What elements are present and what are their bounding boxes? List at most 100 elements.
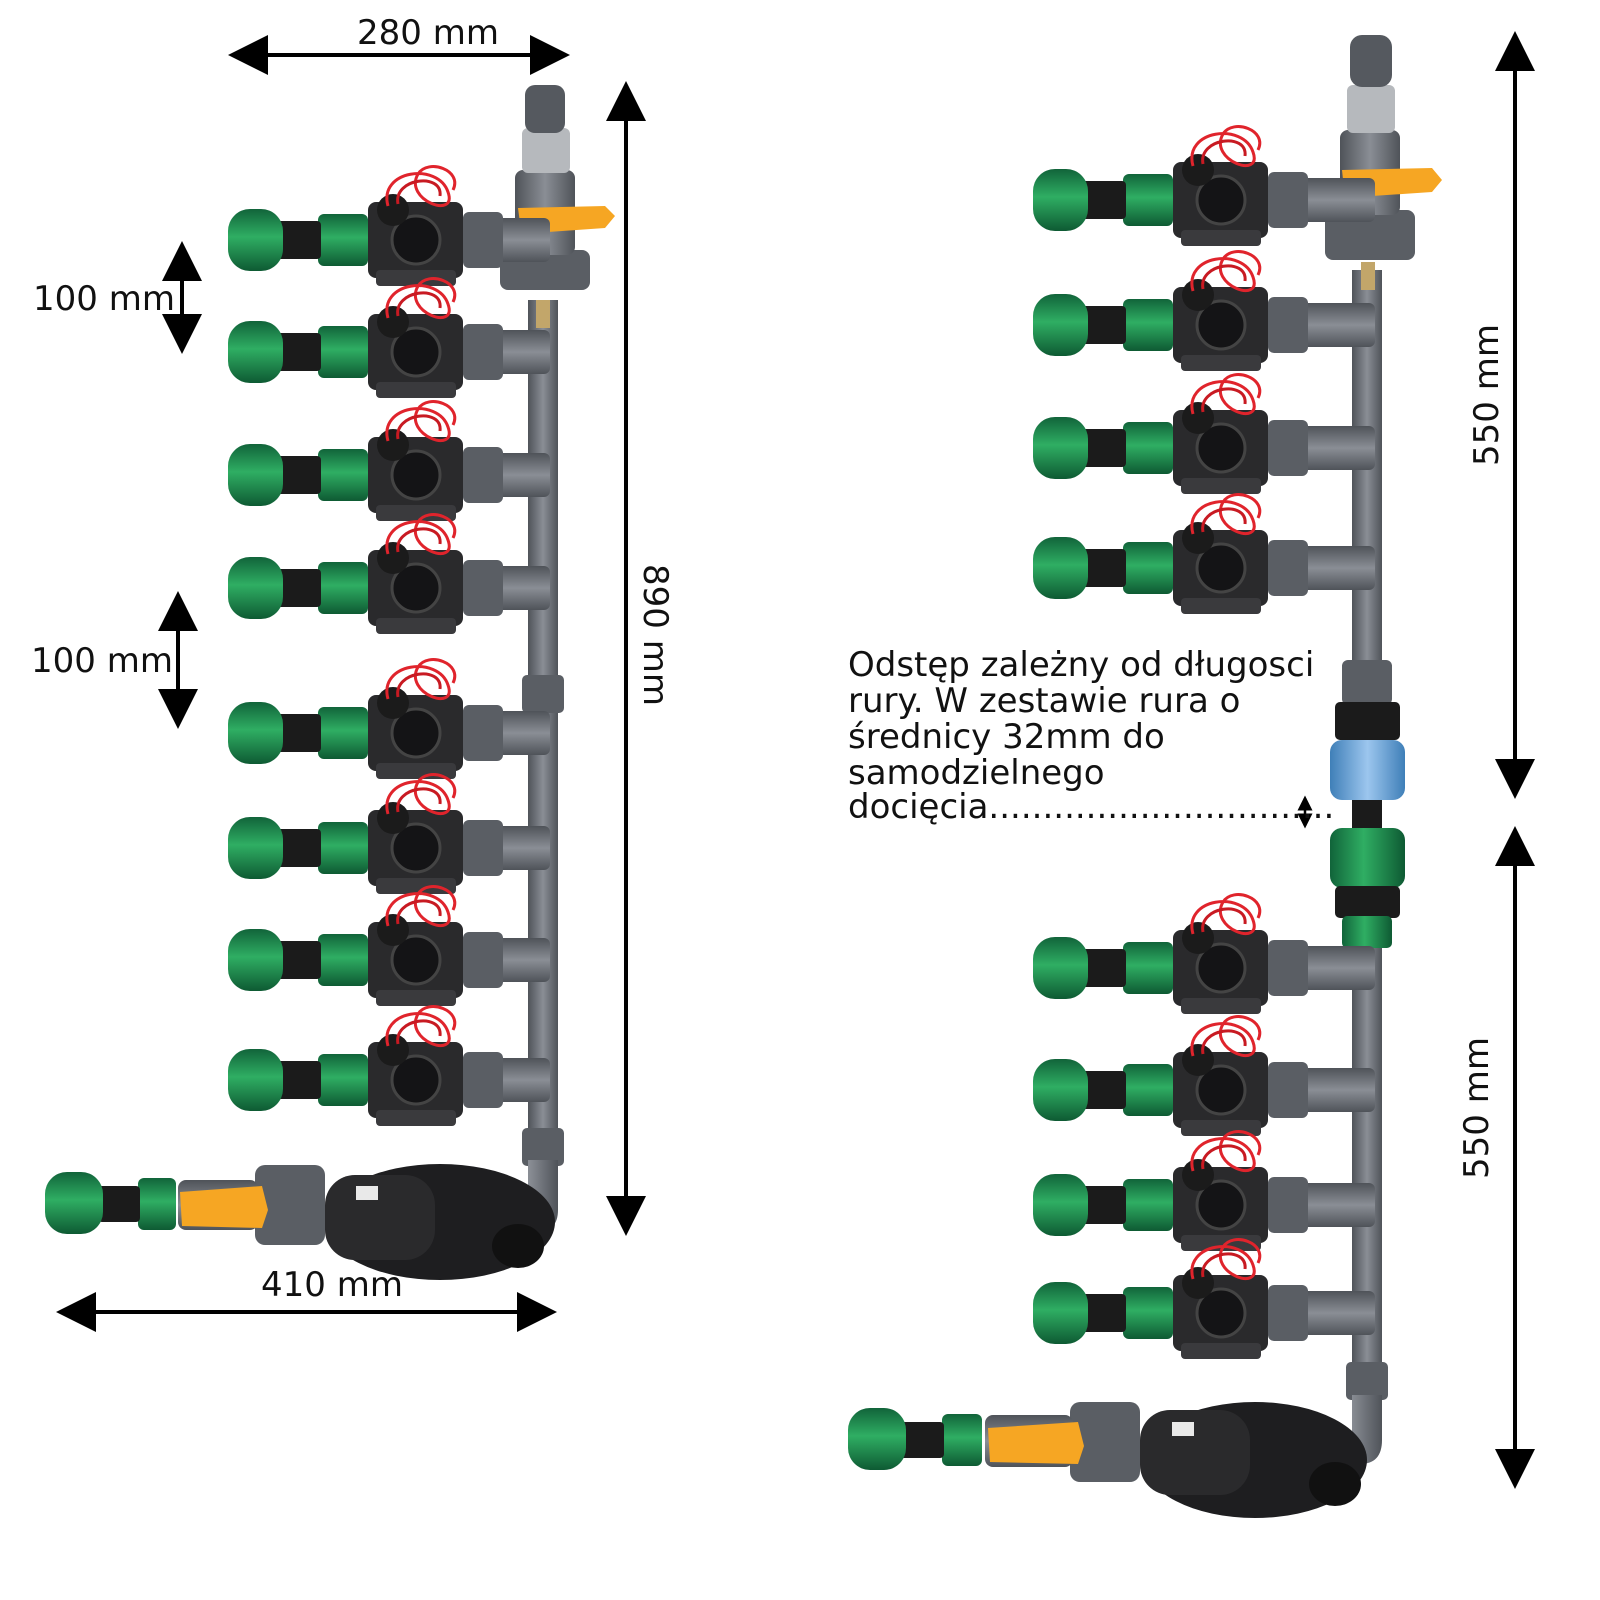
- right-coupling-green: [1330, 828, 1405, 888]
- valve-branch: [1033, 250, 1375, 371]
- solenoid-coil: [1182, 1159, 1214, 1191]
- green-adapter: [1123, 1287, 1173, 1339]
- solenoid-coil: [1182, 922, 1214, 954]
- red-wire: [1190, 493, 1262, 536]
- right-filter-cap: [1309, 1462, 1361, 1506]
- dim-total-height: 890 mm: [635, 564, 675, 706]
- left-filter-cap: [492, 1224, 544, 1268]
- solenoid-coil: [377, 1034, 409, 1066]
- red-wire: [396, 899, 442, 925]
- valve-branch: [1033, 893, 1375, 1014]
- valve-bonnet: [1195, 422, 1247, 474]
- dim-left-spacing-2: 100 mm: [31, 641, 173, 681]
- valve-base: [1181, 478, 1261, 494]
- union-nut: [1268, 420, 1308, 476]
- union-nut: [463, 705, 503, 761]
- valve-base: [1181, 598, 1261, 614]
- green-compression-fitting: [228, 209, 283, 271]
- valve-base: [376, 878, 456, 894]
- dim-left-spacing-1: 100 mm: [33, 279, 175, 319]
- black-nut: [1081, 306, 1126, 344]
- valve-branch: [228, 277, 550, 398]
- union-nut: [463, 820, 503, 876]
- green-compression-fitting: [1033, 1282, 1088, 1344]
- valve-branch: [228, 658, 550, 779]
- right-coupling-nut: [1335, 702, 1400, 740]
- note-line: Odstęp zależny od długosci: [848, 645, 1314, 685]
- red-wire: [396, 414, 442, 440]
- valve-base: [376, 1110, 456, 1126]
- right-inlet-green-fitting: [848, 1408, 906, 1470]
- valve-base: [1181, 998, 1261, 1014]
- green-compression-fitting: [1033, 169, 1088, 231]
- valve-branch: [228, 1005, 550, 1126]
- right-cut-pipe: [1352, 800, 1382, 830]
- valve-bonnet: [390, 707, 442, 759]
- union-nut: [1268, 297, 1308, 353]
- red-wire: [385, 165, 457, 208]
- valve-base: [376, 270, 456, 286]
- green-compression-fitting: [228, 557, 283, 619]
- right-brass-nipple: [1361, 262, 1375, 290]
- green-adapter: [1123, 1179, 1173, 1231]
- green-adapter: [318, 822, 368, 874]
- right-filter-label: [1172, 1422, 1194, 1436]
- valve-bonnet: [390, 326, 442, 378]
- union-nut: [463, 1052, 503, 1108]
- green-adapter: [318, 326, 368, 378]
- union-nut: [1268, 1285, 1308, 1341]
- valve-bonnet: [1195, 1287, 1247, 1339]
- left-branches: [228, 165, 550, 1126]
- red-wire: [385, 400, 457, 443]
- red-wire: [396, 672, 442, 698]
- valve-base: [1181, 355, 1261, 371]
- red-wire: [1190, 125, 1262, 168]
- left-inlet-nut: [98, 1186, 140, 1222]
- solenoid-coil: [377, 687, 409, 719]
- right-coupling-blue: [1330, 740, 1405, 800]
- union-nut: [463, 932, 503, 988]
- valve-branch: [228, 513, 550, 634]
- red-wire: [1201, 264, 1247, 290]
- red-wire: [396, 1019, 442, 1045]
- valve-bonnet: [1195, 174, 1247, 226]
- dimension-arrows: [56, 30, 1535, 1489]
- valve-branch: [1033, 373, 1375, 494]
- black-nut: [276, 221, 321, 259]
- black-nut: [1081, 549, 1126, 587]
- black-nut: [276, 829, 321, 867]
- valve-base: [376, 618, 456, 634]
- green-adapter: [1123, 1064, 1173, 1116]
- red-wire: [1201, 1144, 1247, 1170]
- left-inlet-green-adapter: [138, 1178, 176, 1230]
- right-coupling-green-2: [1342, 916, 1392, 948]
- valve-bonnet: [390, 822, 442, 874]
- valve-branch: [1033, 125, 1375, 246]
- red-wire: [1201, 1029, 1247, 1055]
- valve-base: [376, 990, 456, 1006]
- green-compression-fitting: [228, 1049, 283, 1111]
- red-wire: [385, 885, 457, 928]
- union-nut: [463, 447, 503, 503]
- red-wire: [1190, 1015, 1262, 1058]
- valve-base: [376, 505, 456, 521]
- green-adapter: [318, 562, 368, 614]
- green-compression-fitting: [1033, 417, 1088, 479]
- left-filter-body: [325, 1175, 435, 1260]
- union-nut: [463, 324, 503, 380]
- union-nut: [1268, 172, 1308, 228]
- green-adapter: [318, 1054, 368, 1106]
- valve-branch: [1033, 1238, 1375, 1359]
- solenoid-coil: [377, 306, 409, 338]
- green-adapter: [1123, 422, 1173, 474]
- red-wire: [1190, 250, 1262, 293]
- left-filter-label: [356, 1186, 378, 1200]
- red-wire: [1201, 507, 1247, 533]
- green-compression-fitting: [1033, 537, 1088, 599]
- green-adapter: [318, 449, 368, 501]
- red-wire: [385, 277, 457, 320]
- green-adapter: [318, 214, 368, 266]
- valve-branch: [228, 400, 550, 521]
- red-wire: [1201, 387, 1247, 413]
